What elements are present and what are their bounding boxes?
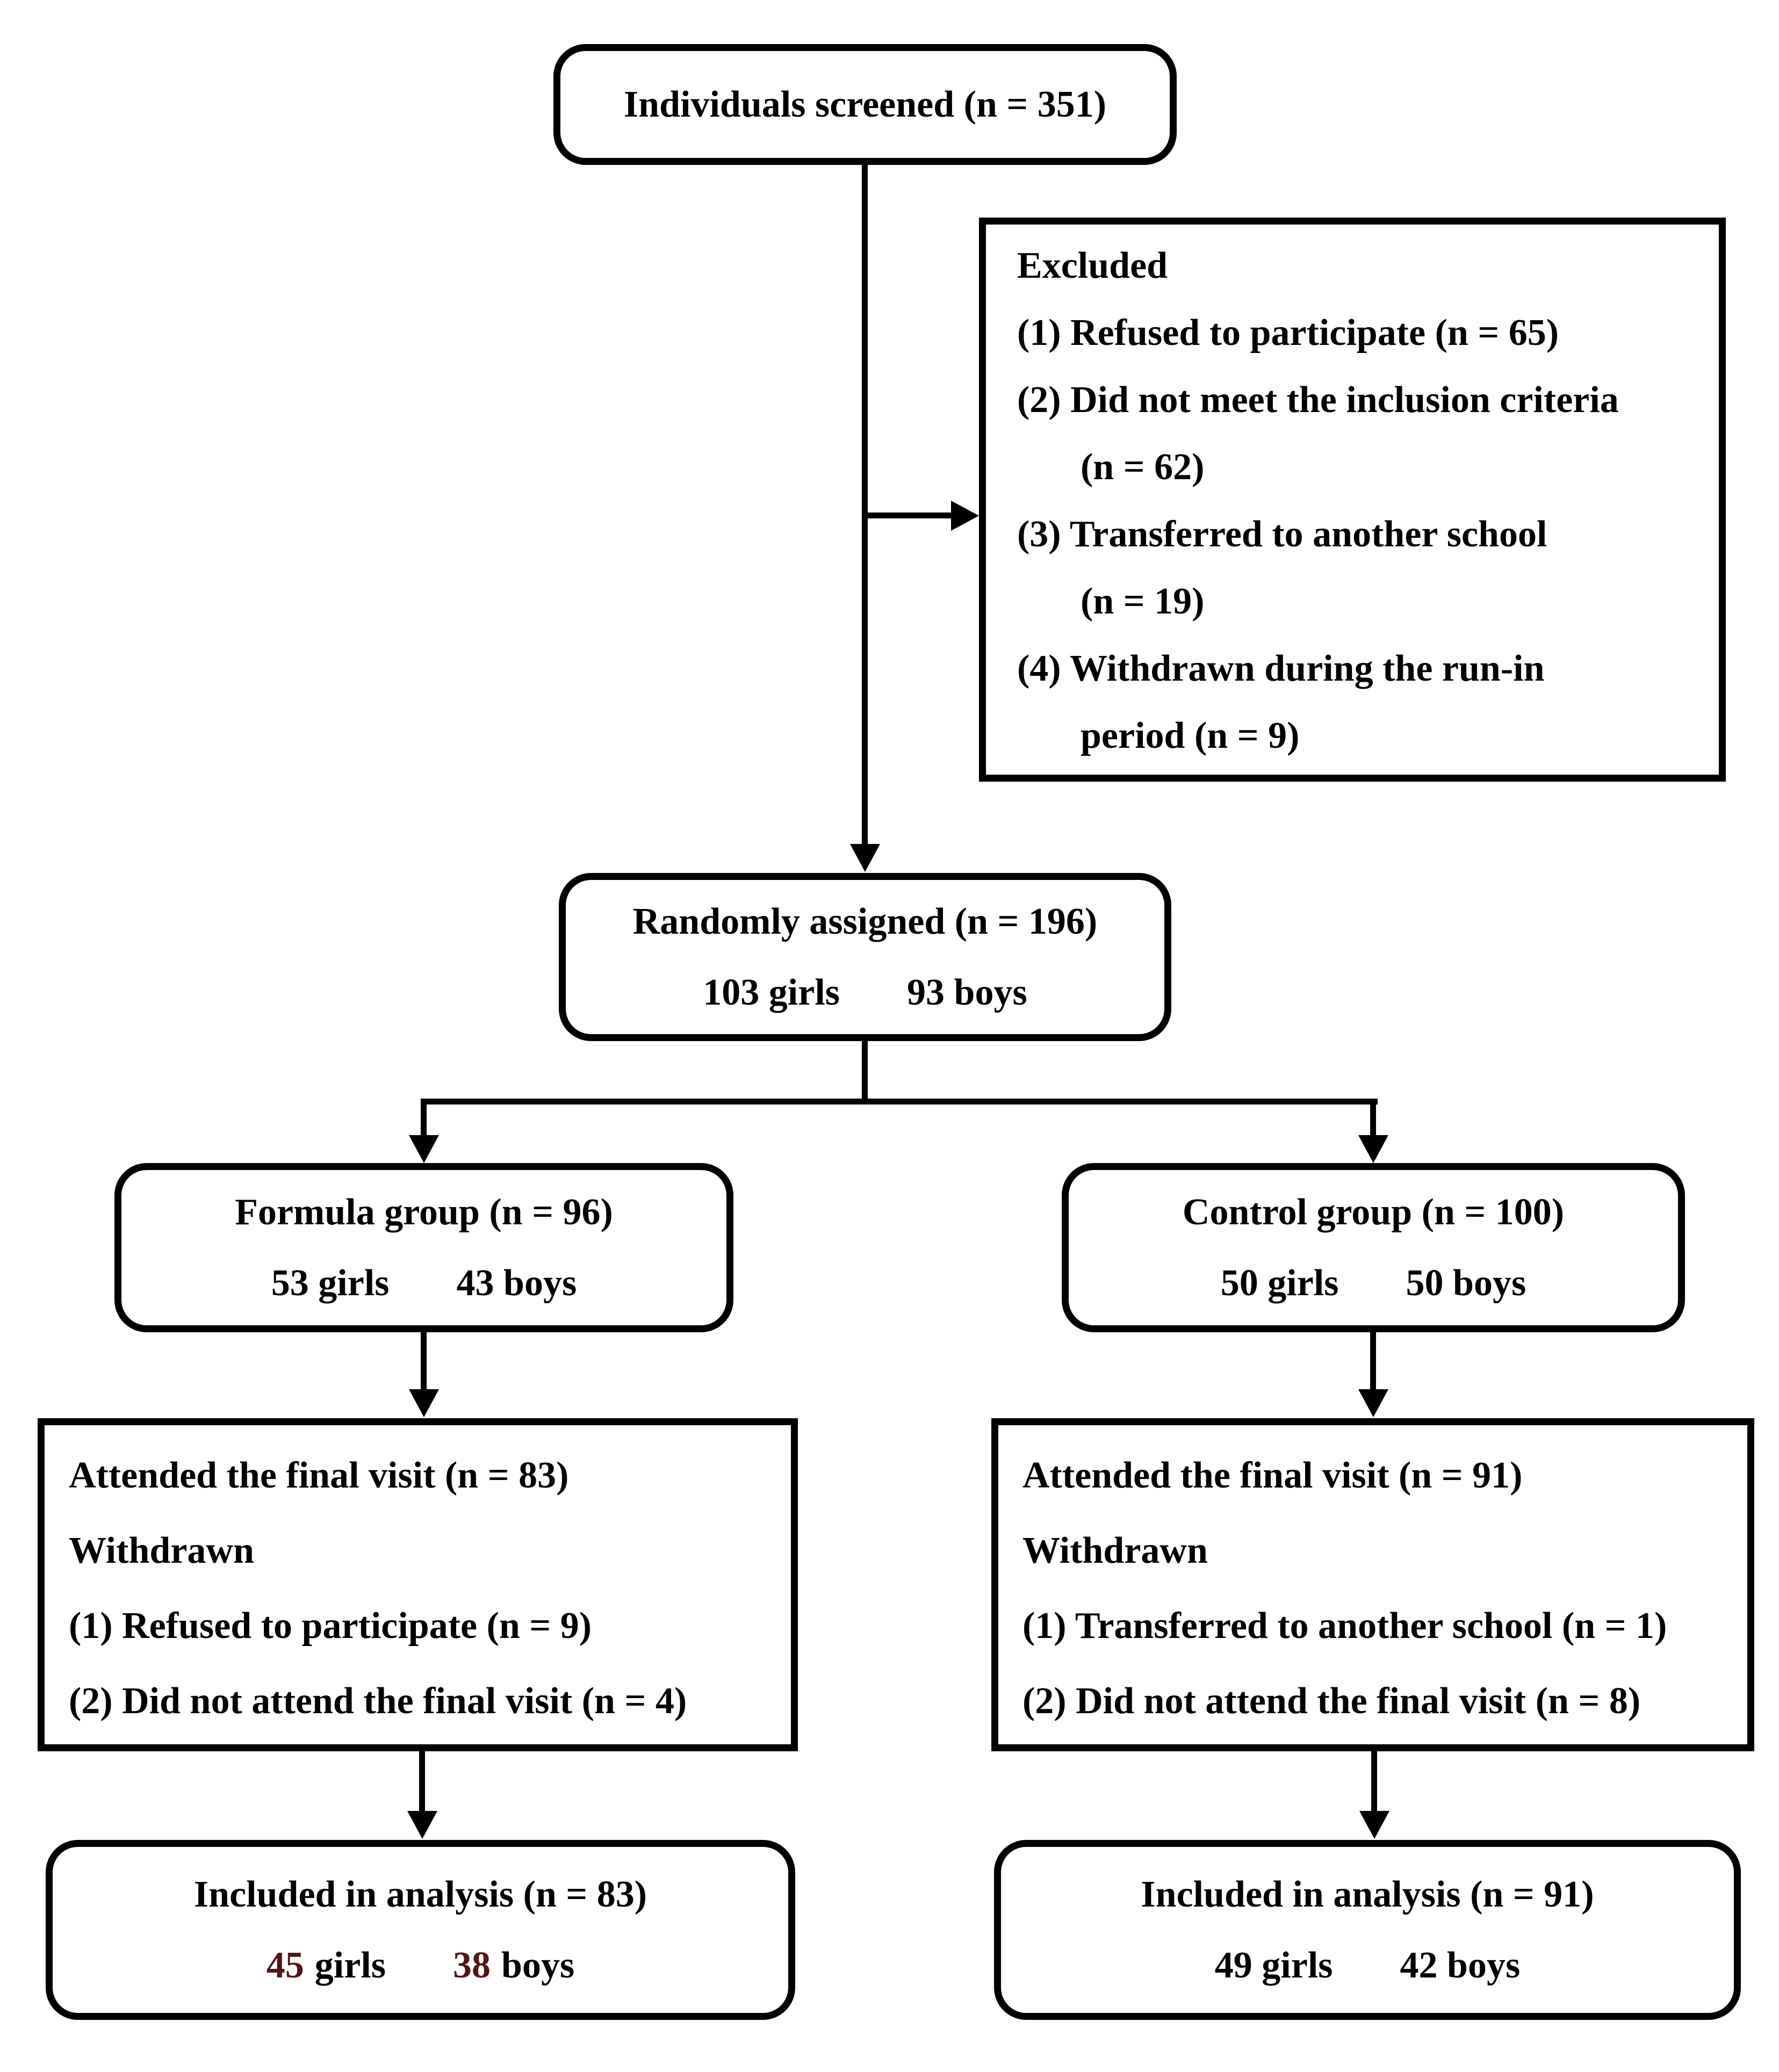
- excluded-reason-3: (3) Transferred to another school: [1017, 514, 1547, 555]
- arrowhead-to-formula-attended: [409, 1389, 439, 1417]
- control-withdrawn-title: Withdrawn: [1022, 1530, 1208, 1571]
- randomized-girls: 103 girls: [703, 971, 840, 1013]
- arrowhead-to-excluded: [951, 501, 979, 531]
- arrowhead-to-control-attended: [1358, 1389, 1388, 1417]
- excluded-reason-2: (2) Did not meet the inclusion criteria: [1017, 379, 1619, 421]
- connector-split-horizontal: [421, 1099, 1378, 1104]
- arrowhead-to-formula-analysis: [407, 1811, 437, 1839]
- connector-screened-to-randomized: [862, 165, 868, 844]
- arrowhead-to-control-group: [1358, 1135, 1388, 1163]
- control-analysis-label: Included in analysis (n = 91): [1141, 1873, 1594, 1915]
- arrowhead-to-formula-group: [409, 1135, 439, 1163]
- individuals-screened-label: Individuals screened (n = 351): [623, 83, 1107, 125]
- connector-to-excluded: [865, 512, 952, 518]
- control-group-girls: 50 girls: [1220, 1262, 1339, 1304]
- connector-randomized-to-split: [862, 1040, 868, 1101]
- control-group-box: Control group (n = 100) 50 girls 50 boys: [1062, 1163, 1685, 1332]
- connector-split-to-formula: [421, 1099, 427, 1137]
- control-attended-line: Attended the final visit (n = 91): [1022, 1455, 1523, 1496]
- formula-analysis-boys-word: boys: [501, 1944, 575, 1986]
- formula-analysis-boys-count: 38: [453, 1944, 491, 1986]
- formula-group-label: Formula group (n = 96): [235, 1191, 613, 1233]
- randomized-boys: 93 boys: [907, 971, 1027, 1013]
- randomized-box: Randomly assigned (n = 196) 103 girls 93…: [559, 873, 1171, 1041]
- connector-control-to-analysis: [1371, 1750, 1377, 1812]
- excluded-reason-3-count: (n = 19): [1081, 581, 1205, 622]
- individuals-screened-box: Individuals screened (n = 351): [553, 44, 1177, 165]
- control-analysis-boys: 42 boys: [1400, 1944, 1521, 1986]
- control-withdrawn-reason-2: (2) Did not attend the final visit (n = …: [1022, 1680, 1641, 1722]
- control-analysis-box: Included in analysis (n = 91) 49 girls 4…: [994, 1840, 1741, 2020]
- formula-group-boys: 43 boys: [456, 1262, 577, 1304]
- connector-formula-to-attended: [421, 1331, 427, 1390]
- arrowhead-to-control-analysis: [1359, 1811, 1389, 1839]
- formula-withdrawn-reason-1: (1) Refused to participate (n = 9): [69, 1605, 592, 1647]
- excluded-title: Excluded: [1017, 245, 1168, 286]
- control-group-gender-row: 50 girls 50 boys: [1221, 1262, 1526, 1305]
- formula-attended-line: Attended the final visit (n = 83): [69, 1455, 569, 1496]
- arrowhead-to-randomized: [850, 844, 880, 872]
- formula-withdrawn-title: Withdrawn: [69, 1530, 254, 1571]
- control-attended-box: Attended the final visit (n = 91) Withdr…: [991, 1418, 1754, 1751]
- connector-formula-to-analysis: [419, 1750, 425, 1812]
- excluded-reason-4-count: period (n = 9): [1081, 715, 1300, 756]
- formula-analysis-girls-word: girls: [314, 1944, 386, 1986]
- formula-attended-box: Attended the final visit (n = 83) Withdr…: [38, 1418, 798, 1751]
- control-analysis-girls: 49 girls: [1214, 1944, 1333, 1986]
- formula-group-gender-row: 53 girls 43 boys: [271, 1262, 577, 1305]
- randomized-gender-row: 103 girls 93 boys: [703, 971, 1027, 1014]
- formula-analysis-girls-count: 45: [266, 1944, 304, 1986]
- excluded-reason-2-count: (n = 62): [1081, 446, 1205, 488]
- excluded-box: Excluded (1) Refused to participate (n =…: [979, 218, 1726, 782]
- excluded-reason-1: (1) Refused to participate (n = 65): [1017, 312, 1559, 353]
- control-group-boys: 50 boys: [1406, 1262, 1526, 1304]
- randomized-label: Randomly assigned (n = 196): [632, 900, 1098, 942]
- connector-control-to-attended: [1370, 1331, 1376, 1390]
- formula-analysis-label: Included in analysis (n = 83): [193, 1873, 647, 1915]
- control-analysis-gender-row: 49 girls 42 boys: [1215, 1944, 1520, 1987]
- formula-group-box: Formula group (n = 96) 53 girls 43 boys: [114, 1163, 733, 1332]
- control-withdrawn-reason-1: (1) Transferred to another school (n = 1…: [1022, 1605, 1667, 1647]
- formula-withdrawn-reason-2: (2) Did not attend the final visit (n = …: [69, 1680, 687, 1722]
- formula-group-girls: 53 girls: [271, 1262, 390, 1304]
- excluded-reason-4: (4) Withdrawn during the run-in: [1017, 648, 1545, 689]
- connector-split-to-control: [1370, 1099, 1376, 1137]
- control-group-label: Control group (n = 100): [1182, 1191, 1565, 1233]
